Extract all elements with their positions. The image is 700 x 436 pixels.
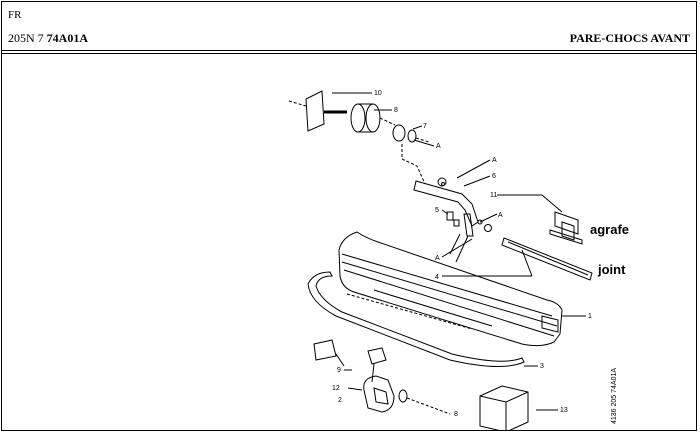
parts-drawing: 10 8 7 A A 6 11 A 5 A 4 1 3 9 12 2 8 13 … xyxy=(288,90,629,433)
callout-10: 10 xyxy=(374,90,382,97)
page-title: PARE-CHOCS AVANT xyxy=(569,31,690,45)
callout-12: 12 xyxy=(332,385,340,392)
part-13-box xyxy=(479,385,529,433)
callout-8-top: 8 xyxy=(394,107,398,114)
callout-1: 1 xyxy=(588,313,592,320)
part-7-nut xyxy=(392,124,430,143)
header-bar: FR 205N 7 74A01A PARE-CHOCS AVANT xyxy=(2,2,696,51)
callout-a-3: A xyxy=(498,212,503,219)
callout-4: 4 xyxy=(435,274,439,281)
callout-13: 13 xyxy=(560,407,568,414)
reference-code: 205N 7 74A01A xyxy=(8,31,88,46)
callout-2: 2 xyxy=(338,397,342,404)
part-8-spacer xyxy=(350,103,396,133)
part-9-cap xyxy=(313,339,345,367)
joint-strip xyxy=(501,237,593,281)
callout-6: 6 xyxy=(492,173,496,180)
part-6-bracket xyxy=(413,177,479,227)
side-reference-code: 4136 205 74A01A xyxy=(611,368,618,424)
part-10-plate-bolt xyxy=(288,90,347,132)
callout-a-2: A xyxy=(492,157,497,164)
callout-5: 5 xyxy=(435,207,439,214)
callout-3: 3 xyxy=(540,363,544,370)
part-5-fixing xyxy=(446,211,492,263)
agrafe-clip xyxy=(549,211,583,245)
label-joint: joint xyxy=(597,262,626,277)
callout-9: 9 xyxy=(337,367,341,374)
callout-7: 7 xyxy=(423,123,427,130)
part-12-clip xyxy=(367,347,387,383)
callout-a-4: A xyxy=(435,255,440,262)
part-8-lower-nut xyxy=(398,389,451,415)
part-1-bumper xyxy=(338,231,563,347)
lower-spoiler-lip xyxy=(307,271,525,368)
exploded-diagram: 10 8 7 A A 6 11 A 5 A 4 1 3 9 12 2 8 13 … xyxy=(2,53,696,433)
leader-lines xyxy=(332,92,586,411)
part-2-hook-bracket xyxy=(363,375,395,413)
reference-prefix: 205N 7 xyxy=(8,31,44,45)
reference-number: 74A01A xyxy=(46,31,89,45)
callout-8-bottom: 8 xyxy=(454,411,458,418)
callout-a-1: A xyxy=(436,143,441,150)
label-agrafe: agrafe xyxy=(590,222,629,237)
callout-numbers: 10 8 7 A A 6 11 A 5 A 4 1 3 9 12 2 8 13 xyxy=(332,90,592,418)
callout-11: 11 xyxy=(490,192,497,199)
country-code: FR xyxy=(8,9,22,21)
